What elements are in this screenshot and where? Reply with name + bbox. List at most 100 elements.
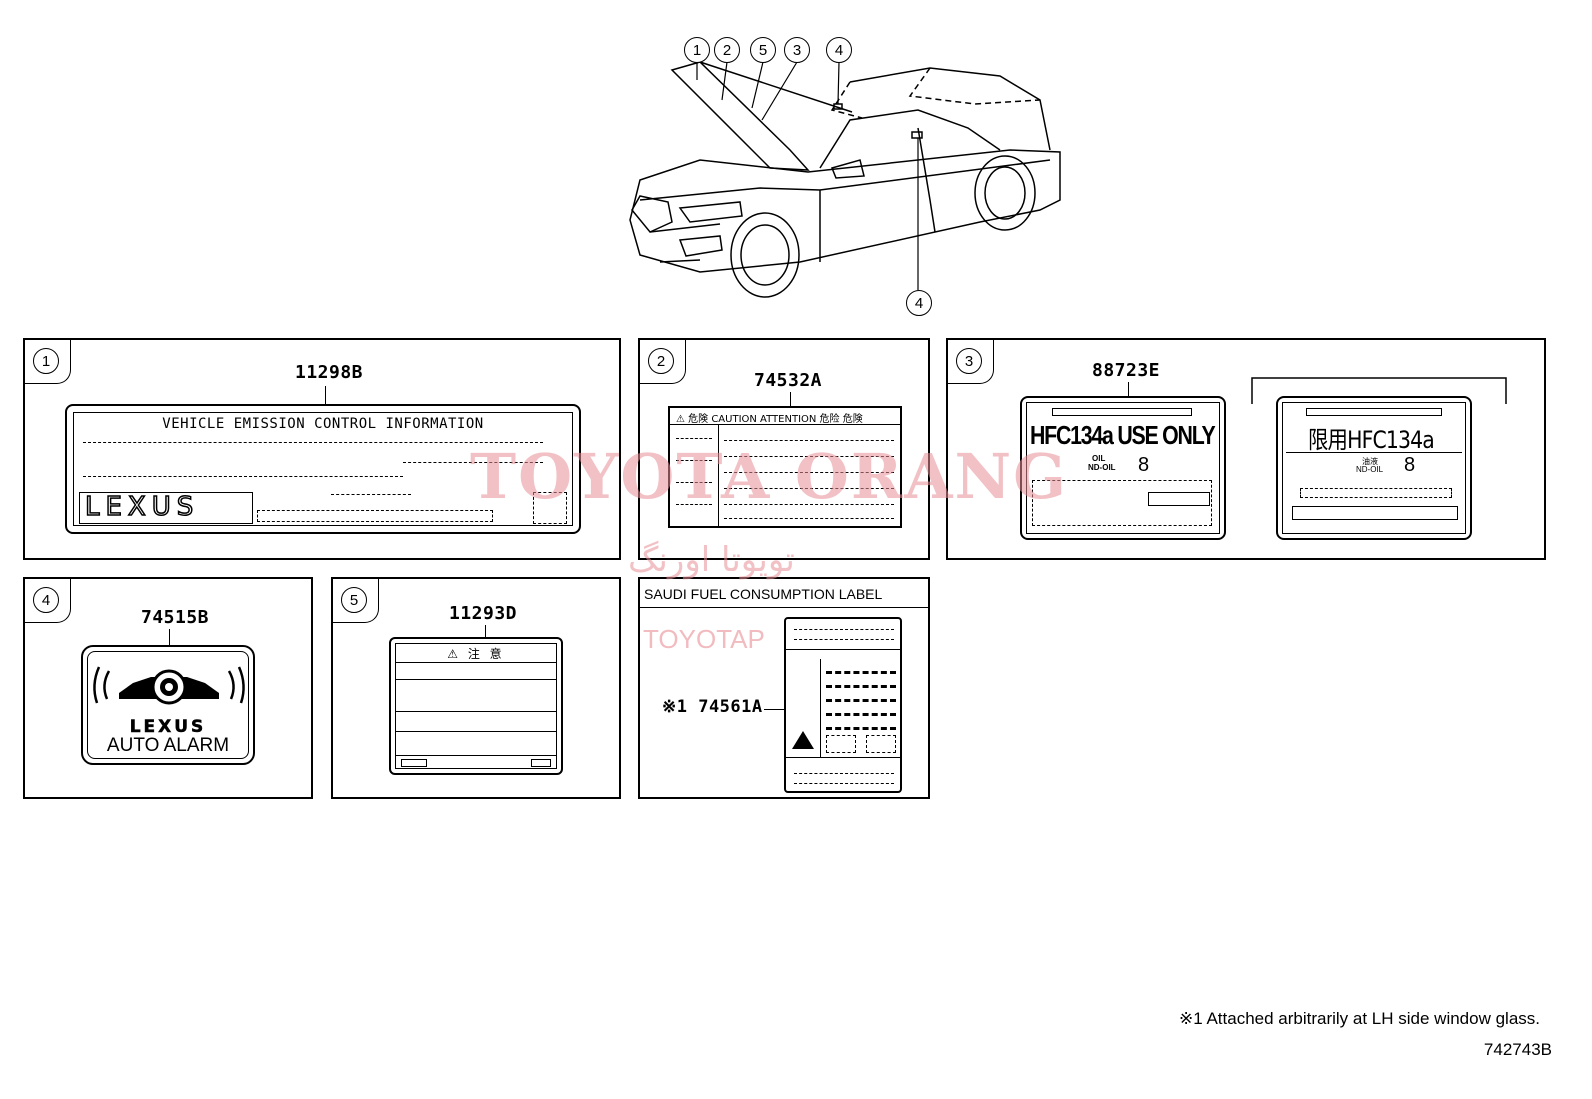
ac-label-en-oil2: ND-OIL bbox=[1088, 463, 1116, 472]
leader-line bbox=[1128, 382, 1129, 396]
ac-label-cn-oil: 油液 bbox=[1362, 457, 1378, 466]
saudi-bar-5 bbox=[826, 727, 896, 730]
emission-dash-1 bbox=[83, 442, 543, 443]
saudi-label-title: SAUDI FUEL CONSUMPTION LABEL bbox=[644, 586, 883, 602]
saudi-bar-3 bbox=[826, 699, 896, 702]
caution-row-2 bbox=[724, 456, 894, 457]
leader-line bbox=[790, 392, 791, 406]
saudi-bar-1 bbox=[826, 671, 896, 674]
saudi-row-top-2 bbox=[794, 639, 894, 640]
callout-leaders bbox=[696, 61, 919, 290]
ac-label-en-grade: 8 bbox=[1138, 454, 1150, 476]
part-number-74515B: 74515B bbox=[141, 607, 210, 628]
saudi-bar-2 bbox=[826, 685, 896, 688]
divider bbox=[718, 424, 719, 528]
panel-1-index: 1 bbox=[33, 348, 59, 374]
caution-jp-header: ⚠ 注 意 bbox=[447, 647, 505, 661]
alt-bracket bbox=[1251, 377, 1507, 404]
panel-3-index: 3 bbox=[956, 348, 982, 374]
emission-label: VEHICLE EMISSION CONTROL INFORMATION LEX… bbox=[65, 404, 581, 534]
car-body-outline bbox=[629, 61, 1061, 298]
emission-label-header: VEHICLE EMISSION CONTROL INFORMATION bbox=[162, 416, 484, 432]
ac-label-cn-row2 bbox=[1292, 506, 1458, 520]
part-number-11293D: 11293D bbox=[449, 603, 518, 624]
callout-1: 1 bbox=[684, 37, 710, 63]
ac-label-cn-oil2: ND-OIL bbox=[1356, 465, 1384, 474]
part-number-74561A: ※1 74561A bbox=[662, 697, 763, 717]
divider bbox=[1286, 452, 1462, 453]
caution-row-4 bbox=[724, 488, 894, 489]
divider bbox=[395, 731, 557, 732]
divider bbox=[786, 757, 900, 758]
saudi-label bbox=[784, 617, 902, 793]
panel-4-tab: 4 bbox=[25, 579, 71, 623]
caution-jp-foot-right bbox=[531, 759, 551, 767]
ac-label-cn-text: 限用HFC134a bbox=[1308, 426, 1435, 454]
alarm-sticker-caption: AUTO ALARM bbox=[106, 735, 230, 756]
alarm-car-icon bbox=[93, 666, 245, 705]
caution-label-header: ⚠ 危険 CAUTION ATTENTION 危险 危険 bbox=[676, 414, 863, 425]
panel-5: 5 11293D ⚠ 注 意 bbox=[331, 577, 621, 799]
ac-label-cn-inner bbox=[1282, 402, 1466, 534]
callout-3: 3 bbox=[784, 37, 810, 63]
caution-left-4 bbox=[676, 504, 712, 505]
caution-jp-foot-left bbox=[401, 759, 427, 767]
saudi-row-bottom bbox=[794, 773, 894, 774]
diagram-id: 742743B bbox=[1483, 1040, 1552, 1059]
watermark-arabic: تويوتا اورنگ bbox=[628, 540, 795, 580]
caution-row-6 bbox=[724, 518, 894, 519]
emission-label-inner bbox=[73, 412, 573, 526]
emission-dash-3 bbox=[403, 462, 543, 463]
ac-label-en-text: HFC134a USE ONLY bbox=[1030, 420, 1216, 450]
caution-row-5 bbox=[724, 504, 894, 505]
divider bbox=[786, 649, 900, 650]
part-number-74532A: 74532A bbox=[754, 370, 823, 391]
panel-5-tab: 5 bbox=[333, 579, 379, 623]
emission-brand-box bbox=[79, 492, 253, 524]
alarm-sticker: LEXUS AUTO ALARM bbox=[81, 645, 255, 765]
panel-4: 4 74515B LEXUS AUTO ALARM bbox=[23, 577, 313, 799]
caution-label: ⚠ 危険 CAUTION ATTENTION 危险 危険 bbox=[668, 406, 902, 528]
caution-left-2 bbox=[676, 460, 712, 461]
callout-4-door: 4 bbox=[906, 290, 932, 316]
panel-1: 1 11298B VEHICLE EMISSION CONTROL INFORM… bbox=[23, 338, 621, 560]
emission-dash-4 bbox=[331, 494, 411, 495]
divider bbox=[670, 424, 900, 425]
caution-left-1 bbox=[676, 438, 712, 439]
footnote: ※1 Attached arbitrarily at LH side windo… bbox=[1178, 1009, 1540, 1028]
ac-label-en-subbox bbox=[1148, 492, 1210, 506]
divider bbox=[640, 607, 928, 608]
emission-corner-box bbox=[533, 492, 567, 524]
ac-label-en: HFC134a USE ONLY OIL ND-OIL 8 bbox=[1020, 396, 1226, 540]
emission-small-box bbox=[257, 510, 493, 522]
panel-1-tab: 1 bbox=[25, 340, 71, 384]
saudi-box-left bbox=[826, 735, 856, 753]
emission-dash-2 bbox=[83, 476, 403, 477]
saudi-triangle-icon bbox=[792, 731, 814, 749]
divider bbox=[395, 679, 557, 680]
callout-5: 5 bbox=[750, 37, 776, 63]
caution-left-3 bbox=[676, 482, 712, 483]
saudi-row-top bbox=[794, 629, 894, 630]
alarm-sticker-inner bbox=[87, 651, 249, 759]
divider bbox=[820, 659, 821, 757]
ac-label-en-inner bbox=[1026, 402, 1220, 534]
panel-4-index: 4 bbox=[33, 587, 59, 613]
saudi-row-bottom-2 bbox=[794, 783, 894, 784]
caution-row-1 bbox=[724, 440, 894, 441]
ac-label-en-topbar bbox=[1052, 408, 1192, 416]
caution-row-3 bbox=[724, 472, 894, 473]
leader-line bbox=[485, 625, 486, 637]
car-illustration bbox=[629, 61, 1061, 298]
panel-2-tab: 2 bbox=[640, 340, 686, 384]
panel-3-tab: 3 bbox=[948, 340, 994, 384]
panel-6: SAUDI FUEL CONSUMPTION LABEL ※1 74561A bbox=[638, 577, 930, 799]
leader-line bbox=[764, 709, 784, 710]
leader-line bbox=[325, 386, 326, 404]
saudi-bar-4 bbox=[826, 713, 896, 716]
part-number-88723E: 88723E bbox=[1092, 360, 1161, 381]
ac-label-cn-topbar bbox=[1306, 408, 1442, 416]
panel-3: 3 88723E HFC134a USE ONLY OIL ND-OIL 8 限… bbox=[946, 338, 1546, 560]
ac-label-cn-row1 bbox=[1300, 488, 1452, 498]
divider bbox=[395, 711, 557, 712]
